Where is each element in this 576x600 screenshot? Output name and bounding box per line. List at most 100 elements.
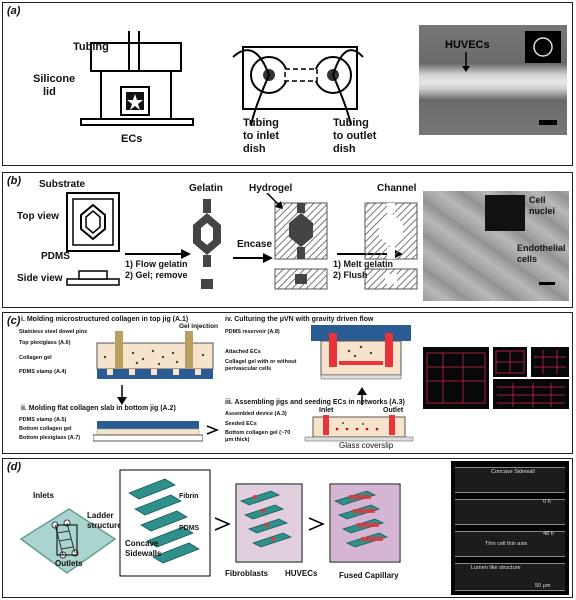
label-assembled: Assembled device (A.3) (225, 411, 287, 417)
arrow-b-1 (125, 249, 191, 259)
timelapse-frame-1 (455, 467, 565, 493)
seeded-ladder (235, 483, 303, 563)
arrow-c-up (357, 387, 367, 405)
hydrogel-arrow (266, 193, 283, 209)
label-pdms-stamp: PDMS stamp (A.4) (19, 369, 67, 375)
huvec-micrograph (419, 25, 567, 135)
chip-drawing (19, 508, 117, 574)
label-seeded: Seeded ECs (225, 421, 257, 427)
label-step-i: i. Molding microstructured collagen in t… (21, 316, 189, 323)
label-scale-50um: 50 μm (535, 583, 551, 589)
substrate-top-view (66, 192, 120, 252)
label-tubing-inlet-2: to inlet (243, 130, 280, 142)
label-time-0h: 0 h (543, 499, 551, 505)
label-tubing: Tubing (73, 41, 109, 53)
label-substrate: Substrate (39, 179, 86, 190)
label-pdms-stamp-2: PDMS stamp (A.5) (19, 417, 67, 423)
label-endothelial-2: cells (517, 254, 538, 264)
label-thin-cell: Thin cell thin axis (485, 541, 528, 547)
label-gelatin: Gelatin (189, 183, 223, 194)
label-step-iii: iii. Assembling jigs and seeding ECs in … (225, 399, 405, 406)
panel-label-b: (b) (7, 175, 22, 187)
gelatin-pattern (193, 199, 221, 289)
label-channel: Channel (377, 183, 417, 194)
nuclei-inset (485, 195, 525, 231)
huvecs-arrow (462, 52, 470, 72)
label-gel-injection: Gel injection (179, 323, 219, 330)
label-bottom-gel-2: μm thick) (225, 437, 250, 443)
label-top-plexi: Top plexiglass (A.6) (19, 340, 71, 346)
network-micrograph-1 (423, 347, 489, 409)
label-tubing-outlet-1: Tubing (333, 117, 369, 129)
label-ladder-2: structure (87, 521, 122, 530)
huvec-inset (525, 31, 561, 63)
label-collagen-gel: Collagen gel (19, 355, 52, 361)
label-ecs: ECs (121, 133, 143, 145)
scale-bar-a (539, 120, 557, 125)
network-lines-4 (497, 383, 565, 407)
label-tubing-inlet-3: dish (243, 143, 266, 155)
label-concave-2: Sidewalls (125, 549, 162, 558)
label-huvecs-d: HUVECs (285, 569, 318, 578)
label-encase: Encase (237, 239, 273, 250)
label-hydrogel: Hydrogel (249, 183, 293, 194)
network-micrograph-4 (493, 379, 569, 409)
fused-capillary-ladder (329, 483, 401, 563)
bottom-jig-drawing (93, 421, 203, 442)
label-attached-ecs: Attached ECs (225, 349, 261, 355)
label-glass-coverslip: Glass coverslip (339, 441, 394, 450)
label-bottom-collagen: Bottom collagen gel (19, 426, 72, 432)
label-fibroblasts: Fibroblasts (225, 569, 269, 578)
label-perivascular: perivascular cells (225, 366, 272, 372)
label-cell-nuclei-2: nuclei (529, 206, 556, 216)
timelapse-micrographs: Concave Sidewall 0 h 48 h Thin cell thin… (451, 461, 569, 595)
panel-label-c: (c) (7, 315, 21, 327)
label-top-view: Top view (17, 211, 60, 222)
label-tubing-outlet-2: to outlet (333, 130, 377, 142)
arrow-c-down (117, 385, 127, 405)
scale-bar-b (539, 282, 555, 285)
panel-label-d: (d) (7, 461, 22, 473)
panel-a: (a) Tubing Silicone lid ECs Tubing to in… (2, 2, 573, 166)
network-lines-2 (495, 350, 525, 374)
label-silicone-lid-1: Silicone (33, 73, 76, 85)
label-silicone-lid-2: lid (43, 86, 56, 98)
label-step-melt-gelatin: 1) Melt gelatin (333, 259, 394, 269)
label-fused-capillary: Fused Capillary (339, 571, 399, 580)
arrow-b-2 (233, 253, 273, 263)
label-endothelial-1: Endothelial (517, 243, 566, 253)
network-micrograph-2 (493, 347, 527, 377)
assembled-device-drawing (304, 415, 414, 442)
timelapse-frame-2 (455, 499, 565, 525)
label-bottom-plexi: Bottom plexiglass (A.7) (19, 435, 81, 441)
label-fibrin: Fibrin (179, 493, 199, 500)
label-pdms-d: PDMS (179, 525, 200, 532)
tubing-device-drawing (232, 46, 364, 126)
label-inlets: Inlets (33, 491, 54, 500)
label-step-flush: 2) Flush (333, 270, 368, 280)
label-time-48h: 48 h (543, 531, 554, 537)
label-step-flow-gelatin: 1) Flow gelatin (125, 259, 188, 269)
panel-label-a: (a) (7, 5, 21, 17)
label-dowel: Stainless steel dowel pins (19, 329, 88, 335)
top-jig-drawing (96, 331, 214, 379)
label-step-ii: ii. Molding flat collagen slab in bottom… (21, 405, 176, 412)
culture-device-drawing (311, 325, 411, 380)
label-tubing-inlet-1: Tubing (243, 117, 279, 129)
panel-c: (c) i. Molding microstructured collagen … (2, 312, 573, 454)
label-concave-sidewall-micro: Concave Sidewall (491, 469, 535, 475)
label-step-gel-remove: 2) Gel; remove (125, 270, 188, 280)
label-pdms-b: PDMS (41, 251, 70, 262)
label-side-view: Side view (17, 273, 63, 284)
label-collagel-with: Collagel gel with or without (225, 359, 297, 365)
label-bottom-gel-1: Bottom collagen gel (~70 (225, 430, 291, 436)
label-inlet: Inlet (319, 407, 334, 414)
ladder-close-up (119, 469, 211, 577)
timelapse-frame-4 (455, 563, 565, 591)
network-lines-1 (426, 352, 486, 404)
label-cell-nuclei-1: Cell (529, 195, 546, 205)
label-step-iv: iv. Culturing the μVN with gravity drive… (225, 316, 374, 323)
label-concave-1: Concave (125, 539, 159, 548)
arrow-d-1 (214, 517, 231, 531)
label-ladder-1: Ladder (87, 511, 114, 520)
